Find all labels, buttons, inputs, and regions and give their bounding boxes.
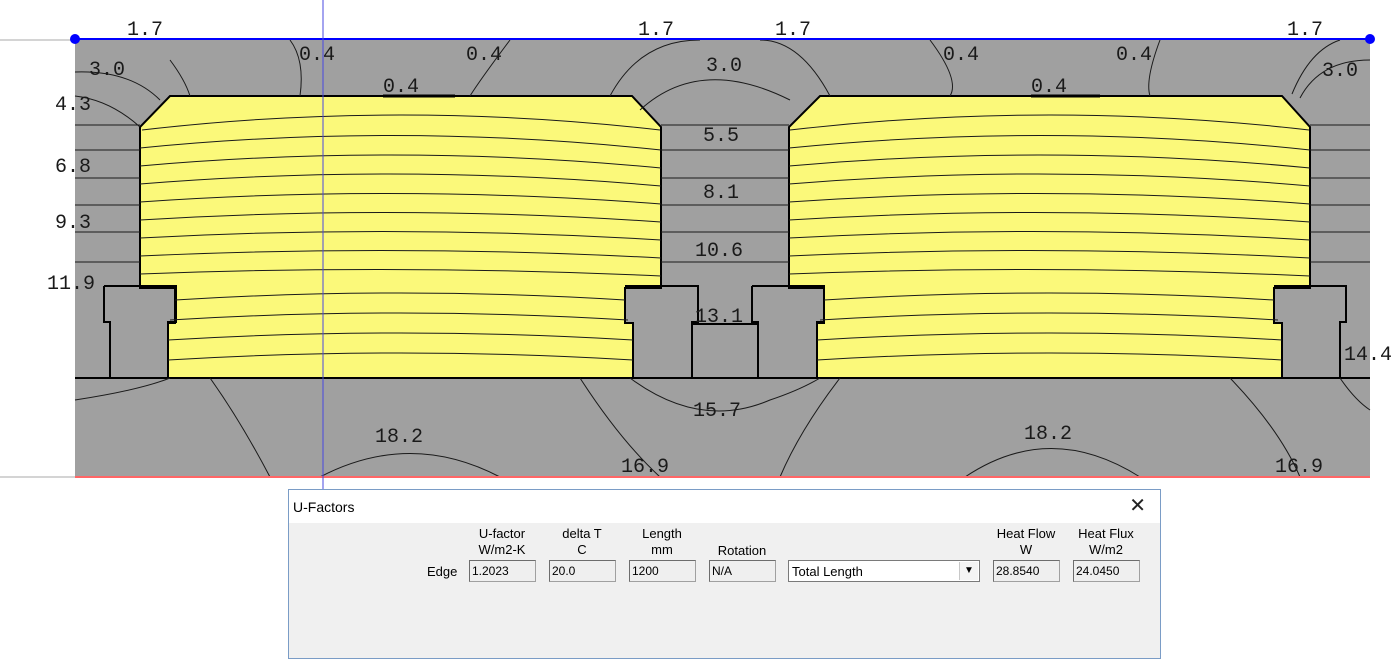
isotherm-label: 3.0: [706, 55, 742, 78]
isotherm-label: 3.0: [89, 59, 125, 82]
isotherm-label: 16.9: [621, 456, 669, 479]
isotherm-label: 1.7: [1287, 19, 1323, 42]
col-header-heatflow: Heat Flow W: [996, 526, 1056, 557]
length-basis-value: Total Length: [792, 564, 863, 579]
dialog-title: U-Factors: [293, 499, 355, 515]
close-icon[interactable]: ✕: [1129, 495, 1146, 517]
u-factors-dialog[interactable]: U-Factors ✕ U-factor W/m2-K delta T C Le…: [288, 489, 1161, 659]
isotherm-label: 6.8: [55, 156, 91, 179]
dialog-titlebar[interactable]: U-Factors ✕: [289, 490, 1160, 523]
col-header-rotation: Rotation: [717, 543, 767, 558]
length-field[interactable]: 1200: [629, 560, 696, 582]
isotherm-label: 16.9: [1275, 456, 1323, 479]
chevron-down-icon[interactable]: ▼: [959, 562, 978, 580]
isotherm-lines: [74, 39, 1371, 478]
col-header-ufactor: U-factor W/m2-K: [478, 526, 526, 557]
isotherm-label: 14.4: [1344, 344, 1392, 367]
isotherm-labels: 1.7 1.7 1.7 1.7 0.4 0.4 0.4 0.4 0.4 0.4 …: [47, 19, 1392, 479]
col-header-deltat: delta T C: [562, 526, 602, 557]
glazing-unit-left[interactable]: [139, 95, 662, 379]
isotherm-label: 0.4: [383, 76, 419, 99]
col-header-heatflux: Heat Flux W/m2: [1078, 526, 1134, 557]
isotherm-label: 1.7: [638, 19, 674, 42]
boundary-node[interactable]: [70, 34, 80, 44]
heatflux-field[interactable]: 24.0450: [1073, 560, 1140, 582]
isotherm-label: 13.1: [695, 306, 743, 329]
ufactor-field[interactable]: 1.2023: [469, 560, 536, 582]
isotherm-label: 0.4: [299, 44, 335, 67]
isotherm-label: 4.3: [55, 94, 91, 117]
isotherm-label: 0.4: [1116, 44, 1152, 67]
isotherm-label: 11.9: [47, 273, 95, 296]
isotherm-label: 10.6: [695, 240, 743, 263]
isotherm-label: 0.4: [1031, 76, 1067, 99]
isotherm-label: 0.4: [466, 44, 502, 67]
rotation-field[interactable]: N/A: [709, 560, 776, 582]
deltat-field[interactable]: 20.0: [549, 560, 616, 582]
col-header-length: Length mm: [642, 526, 682, 557]
isotherm-label: 8.1: [703, 182, 739, 205]
isotherm-label: 5.5: [703, 125, 739, 148]
isotherm-label: 0.4: [943, 44, 979, 67]
thermal-model-canvas[interactable]: 1.7 1.7 1.7 1.7 0.4 0.4 0.4 0.4 0.4 0.4 …: [0, 0, 1397, 490]
isotherm-label: 18.2: [375, 426, 423, 449]
isotherm-label: 18.2: [1024, 423, 1072, 446]
row-label-edge: Edge: [427, 564, 458, 579]
frame-components: [75, 94, 1370, 379]
length-basis-select[interactable]: Total Length ▼: [788, 560, 980, 582]
isotherm-label: 3.0: [1322, 60, 1358, 83]
isotherm-label: 15.7: [693, 400, 741, 423]
isotherm-label: 9.3: [55, 212, 91, 235]
isotherm-label: 1.7: [775, 19, 811, 42]
heatflow-field[interactable]: 28.8540: [993, 560, 1060, 582]
boundary-node[interactable]: [1365, 34, 1375, 44]
isotherm-label: 1.7: [127, 19, 163, 42]
glazing-unit-right[interactable]: [788, 95, 1311, 379]
